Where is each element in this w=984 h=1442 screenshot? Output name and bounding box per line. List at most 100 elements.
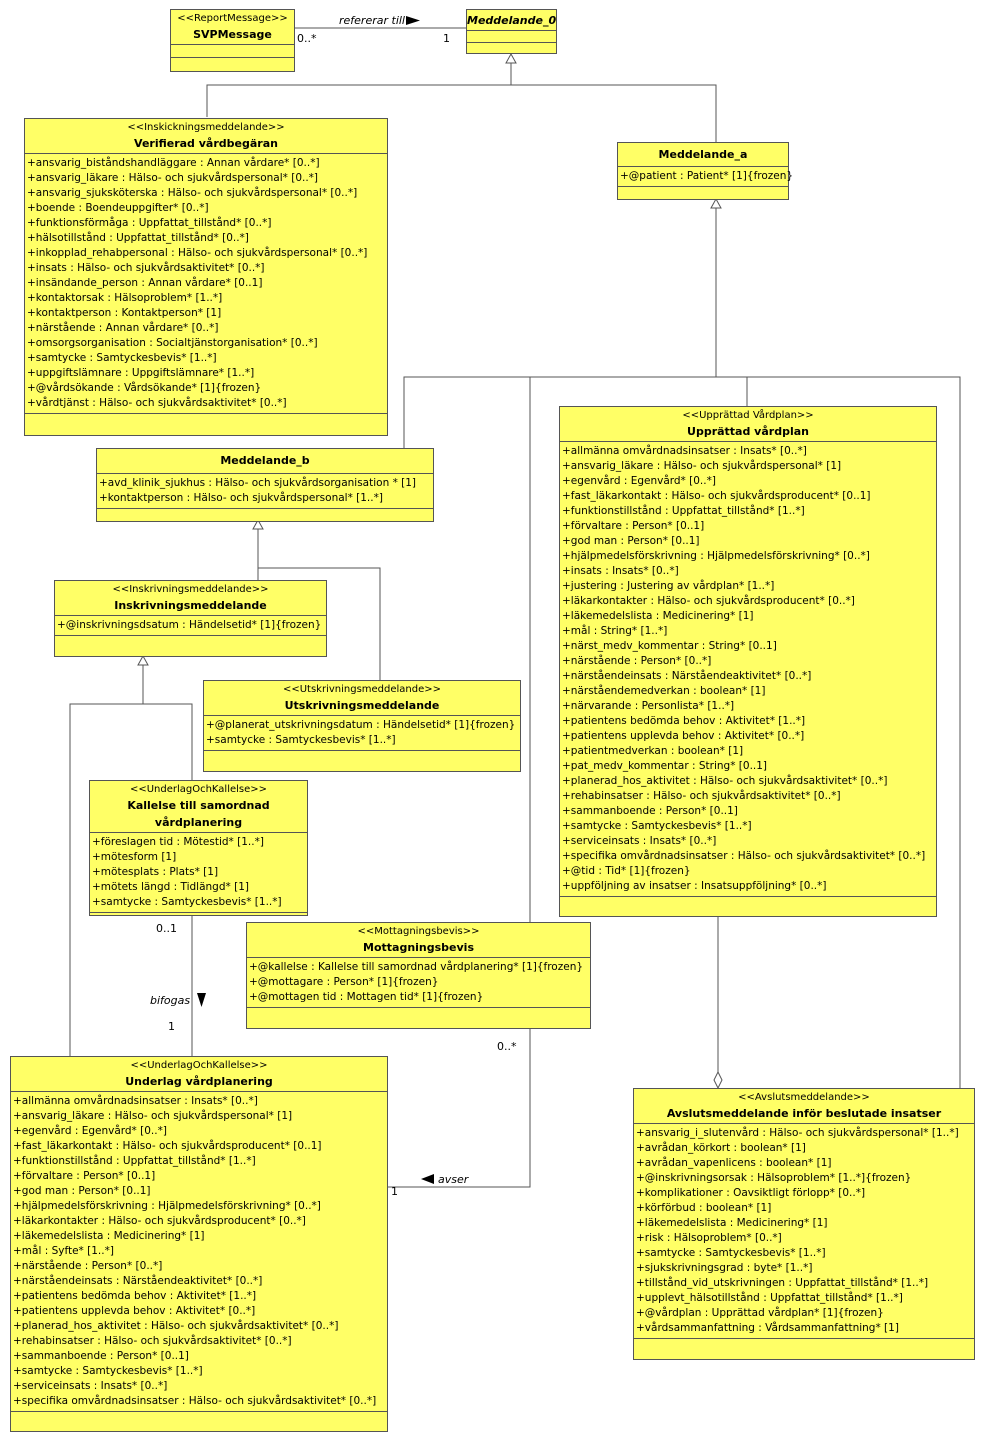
operations-compartment: [171, 57, 294, 58]
attribute-row: +funktionsförmåga : Uppfattat_tillstånd*…: [27, 217, 272, 229]
attribute-row: +vårdsammanfattning : Vårdsammanfattning…: [636, 1322, 899, 1334]
class-upprattad-vardplan[interactable]: <<Upprättad Vårdplan>> Upprättad vårdpla…: [559, 406, 937, 917]
class-svpmessage[interactable]: <<ReportMessage>> SVPMessage: [170, 9, 295, 72]
class-header: <<ReportMessage>> SVPMessage: [171, 10, 294, 44]
class-name: Underlag vårdplanering: [125, 1075, 273, 1088]
aggregation-diamond-icon: [713, 1070, 723, 1090]
class-header: <<Inskrivningsmeddelande>> Inskrivningsm…: [55, 581, 326, 615]
operations-compartment: [90, 912, 307, 913]
attribute-row: +sjukskrivningsgrad : byte* [1..*]: [636, 1262, 813, 1274]
attribute-row: +fast_läkarkontakt : Hälso- och sjukvård…: [13, 1140, 322, 1152]
association-name-bifogas: bifogas: [150, 994, 191, 1007]
attribute-row: +patientmedverkan : boolean* [1]: [562, 745, 744, 757]
attribute-row: +egenvård : Egenvård* [0..*]: [13, 1125, 167, 1137]
attribute-row: +planerad_hos_aktivitet : Hälso- och sju…: [562, 775, 888, 787]
attribute-row: +mål : Syfte* [1..*]: [13, 1245, 114, 1257]
attribute-row: +närståendemedverkan : boolean* [1]: [562, 685, 766, 697]
attribute-row: +@mottagare : Person* [1]{frozen}: [249, 976, 439, 988]
generalization-arrowhead-icon: [505, 52, 517, 64]
attribute-row: +samtycke : Samtyckesbevis* [1..*]: [206, 734, 396, 746]
attribute-row: +närstående : Annan vårdare* [0..*]: [27, 322, 219, 334]
attribute-row: +mötets längd : Tidlängd* [1]: [92, 881, 249, 893]
class-name: Verifierad vårdbegäran: [134, 137, 278, 150]
attribute-row: +@mottagen tid : Mottagen tid* [1]{froze…: [249, 991, 484, 1003]
attribute-row: +samtycke : Samtyckesbevis* [1..*]: [13, 1365, 203, 1377]
multiplicity-label: 0..*: [497, 1040, 517, 1053]
class-header: <<Mottagningsbevis>> Mottagningsbevis: [247, 923, 590, 957]
attribute-row: +mål : String* [1..*]: [562, 625, 668, 637]
attribute-row: +insändande_person : Annan vårdare* [0..…: [27, 277, 263, 289]
attribute-row: +läkemedelslista : Medicinering* [1]: [562, 610, 754, 622]
attribute-row: +ansvarig_läkare : Hälso- och sjukvårdsp…: [27, 172, 319, 184]
attribute-row: +uppgiftslämnare : Uppgiftslämnare* [1..…: [27, 367, 255, 379]
attribute-row: +boende : Boendeuppgifter* [0..*]: [27, 202, 209, 214]
attribute-row: +@vårdsökande : Vårdsökande* [1]{frozen}: [27, 382, 262, 394]
attribute-row: +uppföljning av insatser : Insatsuppfölj…: [562, 880, 827, 892]
attribute-row: +avrådan_körkort : boolean* [1]: [636, 1142, 806, 1154]
attribute-row: +mötesplats : Plats* [1]: [92, 866, 219, 878]
class-header: <<Utskrivningsmeddelande>> Utskrivningsm…: [204, 681, 520, 715]
operations-compartment: [634, 1338, 974, 1339]
attribute-row: +patientens bedömda behov : Aktivitet* […: [562, 715, 806, 727]
generalization-arrowhead-icon: [137, 654, 149, 666]
operations-compartment: [97, 508, 433, 509]
attribute-row: +pat_medv_kommentar : String* [0..1]: [562, 760, 768, 772]
operations-compartment: [204, 750, 520, 751]
class-meddelande-b[interactable]: Meddelande_b +avd_klinik_sjukhus : Hälso…: [96, 448, 434, 522]
class-name: Meddelande_a: [658, 148, 748, 161]
attribute-row: +samtycke : Samtyckesbevis* [1..*]: [562, 820, 752, 832]
generalization-arrowhead-icon: [252, 518, 264, 530]
class-name: Utskrivningsmeddelande: [284, 699, 440, 712]
attributes-compartment: +@kallelse : Kallelse till samordnad vår…: [247, 957, 590, 1007]
attribute-row: +förvaltare : Person* [0..1]: [562, 520, 705, 532]
attribute-row: +tillstånd_vid_utskrivningen : Uppfattat…: [636, 1277, 929, 1289]
class-name: SVPMessage: [193, 28, 272, 41]
attribute-row: +justering : Justering av vårdplan* [1..…: [562, 580, 775, 592]
attribute-row: +@planerat_utskrivningsdatum : Händelset…: [206, 719, 516, 731]
attribute-row: +närståendeinsats : Närståendeaktivitet*…: [13, 1275, 263, 1287]
multiplicity-label: 0..1: [156, 922, 177, 935]
attribute-row: +ansvarig_biståndshandläggare : Annan vå…: [27, 157, 320, 169]
operations-compartment: [25, 413, 387, 414]
attribute-row: +egenvård : Egenvård* [0..*]: [562, 475, 716, 487]
class-name: Avslutsmeddelande inför beslutade insats…: [666, 1107, 942, 1120]
attribute-row: +föreslagen tid : Mötestid* [1..*]: [92, 836, 264, 848]
class-avslutsmeddelande[interactable]: <<Avslutsmeddelande>> Avslutsmeddelande …: [633, 1088, 975, 1360]
operations-compartment: [467, 42, 556, 43]
attribute-row: +funktionstillstånd : Uppfattat_tillstån…: [562, 505, 805, 517]
attribute-row: +@kallelse : Kallelse till samordnad vår…: [249, 961, 584, 973]
attribute-row: +planerad_hos_aktivitet : Hälso- och sju…: [13, 1320, 339, 1332]
class-name: Upprättad vårdplan: [687, 425, 809, 438]
attribute-row: +insats : Hälso- och sjukvårdsaktivitet*…: [27, 262, 265, 274]
stereotype-label: <<UnderlagOchKallelse>>: [129, 784, 268, 795]
stereotype-label: <<Upprättad Vårdplan>>: [682, 410, 814, 421]
attribute-row: +serviceinsats : Insats* [0..*]: [562, 835, 717, 847]
class-name: Inskrivningsmeddelande: [114, 599, 267, 612]
class-meddelande-0[interactable]: Meddelande_0: [466, 9, 557, 54]
attribute-row: +hjälpmedelsförskrivning : Hjälpmedelsfö…: [562, 550, 870, 562]
attribute-row: +närståendeinsats : Närståendeaktivitet*…: [562, 670, 812, 682]
attribute-row: +god man : Person* [0..1]: [562, 535, 700, 547]
attribute-row: +närstående : Person* [0..*]: [562, 655, 712, 667]
class-header: Meddelande_0: [467, 10, 556, 30]
class-header: <<Upprättad Vårdplan>> Upprättad vårdpla…: [560, 407, 936, 441]
multiplicity-label: 1: [391, 1185, 398, 1198]
class-underlag-vardplanering[interactable]: <<UnderlagOchKallelse>> Underlag vårdpla…: [10, 1056, 388, 1432]
attribute-row: +patientens upplevda behov : Aktivitet* …: [13, 1305, 256, 1317]
class-verifierad-vardbegaran[interactable]: <<Inskickningsmeddelande>> Verifierad vå…: [24, 118, 388, 436]
class-utskrivningsmeddelande[interactable]: <<Utskrivningsmeddelande>> Utskrivningsm…: [203, 680, 521, 772]
stereotype-label: <<Mottagningsbevis>>: [357, 926, 480, 937]
class-mottagningsbevis[interactable]: <<Mottagningsbevis>> Mottagningsbevis +@…: [246, 922, 591, 1029]
class-meddelande-a[interactable]: Meddelande_a +@patient : Patient* [1]{fr…: [617, 142, 793, 200]
attribute-row: +läkemedelslista : Medicinering* [1]: [636, 1217, 828, 1229]
class-kallelse[interactable]: <<UnderlagOchKallelse>> Kallelse till sa…: [89, 780, 308, 916]
stereotype-label: <<ReportMessage>>: [177, 13, 288, 24]
operations-compartment: [55, 635, 326, 636]
attribute-row: +@inskrivningsorsak : Hälsoproblem* [1..…: [636, 1172, 912, 1184]
class-inskrivningsmeddelande[interactable]: <<Inskrivningsmeddelande>> Inskrivningsm…: [54, 580, 327, 657]
attribute-row: +risk : Hälsoproblem* [0..*]: [636, 1232, 782, 1244]
attribute-row: +patientens bedömda behov : Aktivitet* […: [13, 1290, 257, 1302]
attribute-row: +insats : Insats* [0..*]: [562, 565, 679, 577]
class-name: Meddelande_b: [220, 454, 310, 467]
